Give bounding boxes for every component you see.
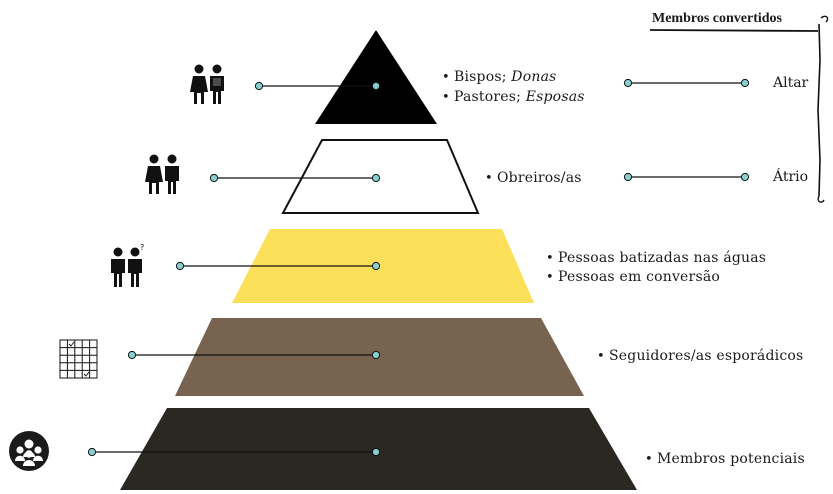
bullet-item: •Membros potenciais <box>645 451 805 467</box>
connector-dot <box>175 261 185 271</box>
connector-dot <box>127 350 137 360</box>
bullet-item: •Pastores; Esposas <box>442 89 585 105</box>
bullet-item: •Pessoas em conversão <box>546 269 720 285</box>
group-icon <box>9 431 49 471</box>
connector-dot <box>371 173 381 183</box>
atrio-label: Átrio <box>773 169 809 185</box>
altar-label: Altar <box>773 75 809 91</box>
bracket-foot <box>817 195 825 203</box>
svg-text:?: ? <box>140 243 144 252</box>
tier-third <box>232 229 534 303</box>
bullet-item: •Pessoas batizadas nas águas <box>546 250 767 266</box>
connector-dot <box>740 172 750 182</box>
couple-icon <box>190 64 224 104</box>
couple-icon <box>145 154 179 194</box>
connector-dot <box>623 172 633 182</box>
bracket-underline <box>649 29 819 32</box>
connector-dot <box>371 350 381 360</box>
bullet-item: •Bispos; Donas <box>442 69 557 85</box>
tier-second <box>281 139 480 214</box>
bracket-vertical <box>817 23 821 197</box>
connector-dot <box>371 81 381 91</box>
connector-dot <box>623 78 633 88</box>
bracket-hook <box>820 15 829 23</box>
connector-dot <box>87 447 97 457</box>
connector-dot <box>254 81 264 91</box>
bullet-item: •Obreiros/as <box>485 170 582 186</box>
calendar-grid-icon <box>59 339 98 379</box>
connector-dot <box>740 78 750 88</box>
bracket-title: Membros convertidos <box>652 11 782 26</box>
tier-top <box>315 30 437 124</box>
connector-dot <box>209 173 219 183</box>
two-people-question-icon: ? <box>111 243 144 287</box>
connector-dot <box>371 261 381 271</box>
connector-dot <box>371 447 381 457</box>
bullet-item: •Seguidores/as esporádicos <box>597 348 804 364</box>
